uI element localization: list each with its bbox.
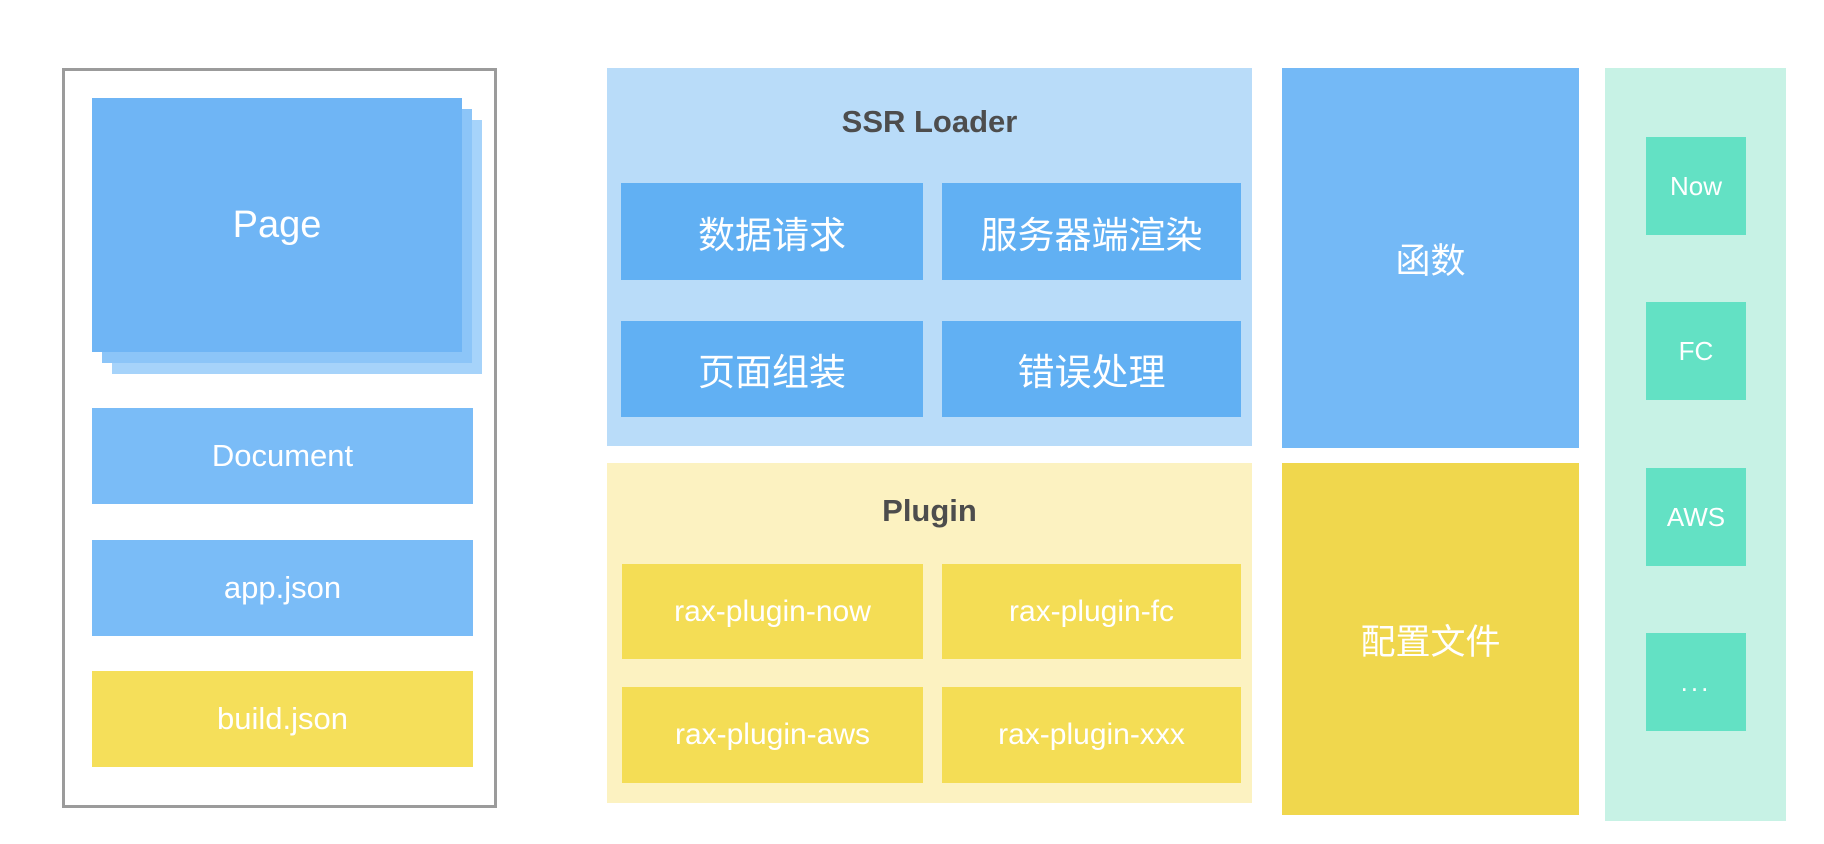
ssr-box-page-assembly: 页面组装 [621,321,923,417]
ssr-loader-title: SSR Loader [841,104,1018,139]
function-label: 函数 [1395,241,1466,281]
document-card: Document [92,408,473,504]
ssr-box-server-render: 服务器端渲染 [942,183,1241,280]
page-label: Page [232,203,322,246]
provider-box-fc: FC [1646,302,1746,400]
plugin-box-rax-plugin-xxx: rax-plugin-xxx [942,687,1241,783]
plugin-title: Plugin [882,493,977,528]
provider-column: Now FC AWS ... [1605,68,1786,821]
provider-box-more: ... [1646,633,1746,731]
config-file-box: 配置文件 [1282,463,1579,815]
ssr-box-data-request: 数据请求 [621,183,923,280]
plugin-box-rax-plugin-fc: rax-plugin-fc [942,564,1241,659]
page-card-stack: Page [92,98,482,374]
provider-box-aws: AWS [1646,468,1746,566]
plugin-box-rax-plugin-aws: rax-plugin-aws [622,687,923,783]
config-file-label: 配置文件 [1360,622,1501,662]
function-box: 函数 [1282,68,1579,448]
plugin-panel: Plugin rax-plugin-now rax-plugin-fc rax-… [607,463,1252,803]
app-json-card: app.json [92,540,473,636]
page-card: Page [92,98,462,352]
document-label: Document [211,438,354,473]
app-structure-panel: Page Document app.json build.json [62,68,497,808]
app-json-label: app.json [223,570,342,605]
plugin-box-rax-plugin-now: rax-plugin-now [622,564,923,659]
build-json-label: build.json [217,701,348,736]
provider-box-now: Now [1646,137,1746,235]
ssr-loader-panel: SSR Loader 数据请求 服务器端渲染 页面组装 错误处理 [607,68,1252,446]
build-json-card: build.json [92,671,473,767]
ssr-box-error-handling: 错误处理 [942,321,1241,417]
